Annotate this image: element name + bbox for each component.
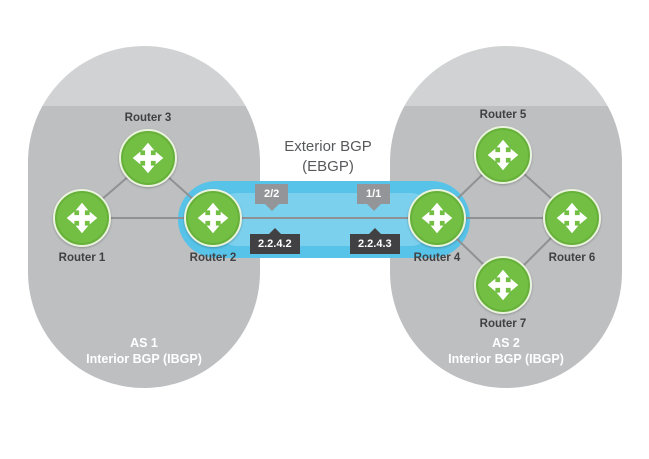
as1-label: AS 1 Interior BGP (IBGP) — [28, 335, 260, 368]
ebgp-title-line1: Exterior BGP — [284, 138, 372, 155]
ebgp-capsule-highlight — [212, 193, 436, 246]
router-4-label: Router 4 — [413, 252, 461, 264]
router-5-label: Router 5 — [479, 109, 527, 121]
router-node-4 — [408, 189, 466, 247]
as2-label: AS 2 Interior BGP (IBGP) — [390, 335, 622, 368]
router-icon — [486, 138, 520, 172]
router-6-label: Router 6 — [548, 252, 596, 264]
ebgp-title-line2: (EBGP) — [302, 157, 354, 175]
as2-name: AS 2 — [492, 336, 520, 350]
router-7-label: Router 7 — [479, 318, 527, 330]
router-node-5 — [474, 126, 532, 184]
as1-name: AS 1 — [130, 336, 158, 350]
as1-subtitle: Interior BGP (IBGP) — [86, 352, 202, 367]
as2-subtitle: Interior BGP (IBGP) — [448, 352, 564, 367]
ebgp-title: Exterior BGP (EBGP) — [248, 137, 408, 176]
router-node-7 — [474, 256, 532, 314]
port-tag-1-1: 1/1 — [357, 184, 391, 211]
router-icon — [420, 201, 454, 235]
router-icon — [196, 201, 230, 235]
router-icon — [65, 201, 99, 235]
router-node-3 — [119, 129, 177, 187]
router-node-6 — [543, 189, 601, 247]
ip-tag-2242: 2.2.4.2 — [250, 228, 300, 254]
router-3-label: Router 3 — [124, 112, 172, 124]
router-node-2 — [184, 189, 242, 247]
port-tag-2-2: 2/2 — [255, 184, 289, 211]
router-icon — [131, 141, 165, 175]
ip-tag-2243: 2.2.4.3 — [350, 228, 400, 254]
router-icon — [486, 268, 520, 302]
router-2-label: Router 2 — [189, 252, 237, 264]
router-icon — [555, 201, 589, 235]
router-1-label: Router 1 — [58, 252, 106, 264]
router-node-1 — [53, 189, 111, 247]
